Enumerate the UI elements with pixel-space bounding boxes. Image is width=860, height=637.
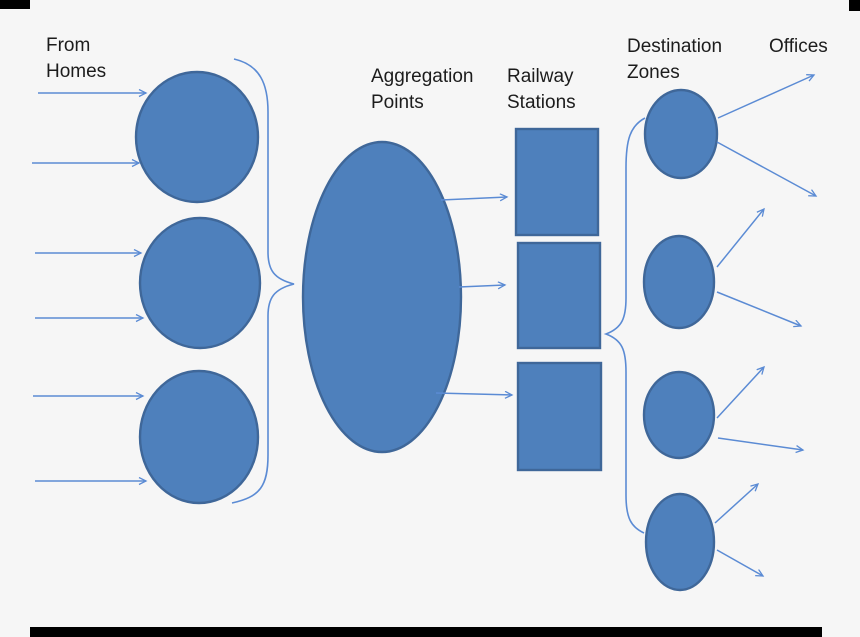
destination-ellipse-2 — [642, 234, 716, 330]
home-input-arrows — [32, 93, 146, 481]
office-arrow-3 — [716, 209, 764, 268]
station-arrows — [435, 197, 512, 395]
label-destination-line1: Destination — [627, 36, 723, 57]
office-arrow-6 — [717, 437, 803, 450]
office-arrow-1 — [717, 75, 814, 119]
label-destination-zones: Destination Zones — [627, 34, 722, 86]
stations-to-destinations-brace — [603, 117, 646, 534]
office-arrow-5 — [716, 367, 764, 419]
label-railway-stations: Railway Stations — [507, 64, 576, 116]
station-arrow-1 — [440, 197, 507, 200]
home-circle-1 — [134, 70, 260, 204]
office-arrow-8 — [716, 549, 763, 576]
station-square-3 — [516, 361, 603, 472]
label-railway-line2: Stations — [507, 92, 576, 113]
label-destination-line2: Zones — [627, 62, 680, 83]
office-arrow-2 — [716, 141, 816, 196]
office-arrow-4 — [716, 291, 801, 326]
transparency-artifact-bottom-bar — [30, 627, 822, 637]
office-arrows — [714, 75, 816, 576]
aggregation-ellipse — [301, 140, 463, 454]
label-aggregation-line2: Points — [371, 92, 424, 113]
destination-ellipse-1 — [643, 88, 719, 180]
transparency-artifact-top-right — [849, 0, 860, 11]
homes-to-aggregation-brace — [231, 58, 295, 504]
label-offices: Offices — [769, 36, 828, 57]
home-circle-2 — [138, 216, 262, 350]
label-from-homes: From Homes — [46, 33, 106, 85]
destination-ellipse-3 — [642, 370, 716, 460]
label-railway-line1: Railway — [507, 66, 574, 87]
label-aggregation-points: Aggregation Points — [371, 64, 473, 116]
label-aggregation-line1: Aggregation — [371, 66, 474, 87]
station-square-2 — [516, 241, 602, 350]
station-arrow-3 — [435, 393, 512, 395]
station-square-1 — [514, 127, 600, 237]
station-arrow-2 — [458, 285, 505, 287]
destination-ellipse-4 — [644, 492, 716, 592]
office-arrow-7 — [714, 484, 758, 524]
home-circle-3 — [138, 369, 260, 505]
label-from-homes-line2: Homes — [46, 61, 107, 82]
transparency-artifact-top-left — [0, 0, 30, 9]
label-from-homes-line1: From — [46, 35, 91, 56]
